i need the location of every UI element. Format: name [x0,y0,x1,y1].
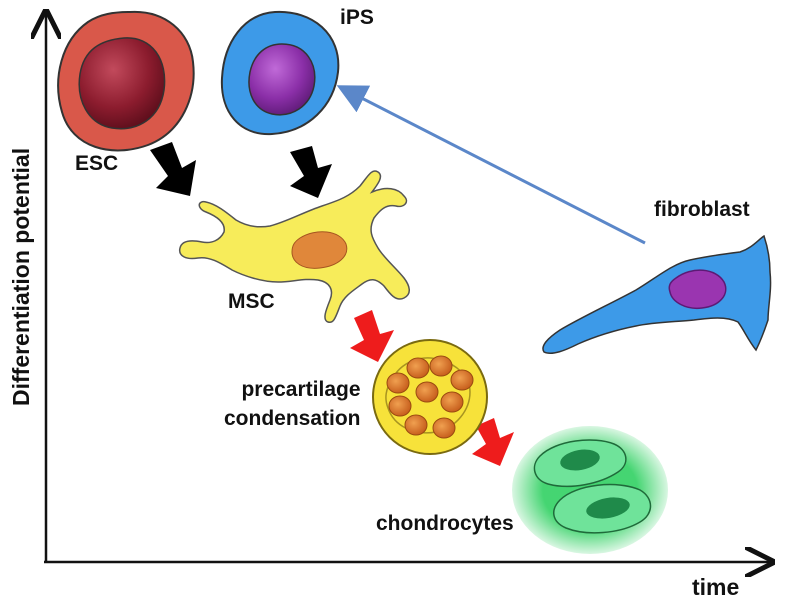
esc-to-msc-arrow [150,142,196,196]
condensation-cluster [372,339,488,455]
msc-label: MSC [228,290,275,313]
esc-label: ESC [75,152,119,175]
y-axis-label: Differentiation potential [8,147,34,406]
precartilage-label-line1: precartilage [241,378,361,401]
esc-cell [57,10,195,152]
chondrocytes-cluster [512,426,668,554]
msc-cell [178,170,410,324]
condensation-to-chondrocytes-arrow [472,418,514,466]
ips-cell [220,10,340,136]
fibroblast-cell [542,234,772,355]
ips-to-msc-arrow [290,146,332,198]
reprogramming-arrow [336,85,646,245]
ips-label: iPS [340,6,374,29]
fibroblast-label: fibroblast [654,198,750,221]
msc-to-condensation-arrow [350,310,394,362]
chondrocytes-label: chondrocytes [376,512,514,535]
x-axis-label: time [692,574,740,600]
precartilage-label-line2: condensation [224,407,361,430]
precartilage-condensation-label: precartilage condensation [224,375,361,433]
